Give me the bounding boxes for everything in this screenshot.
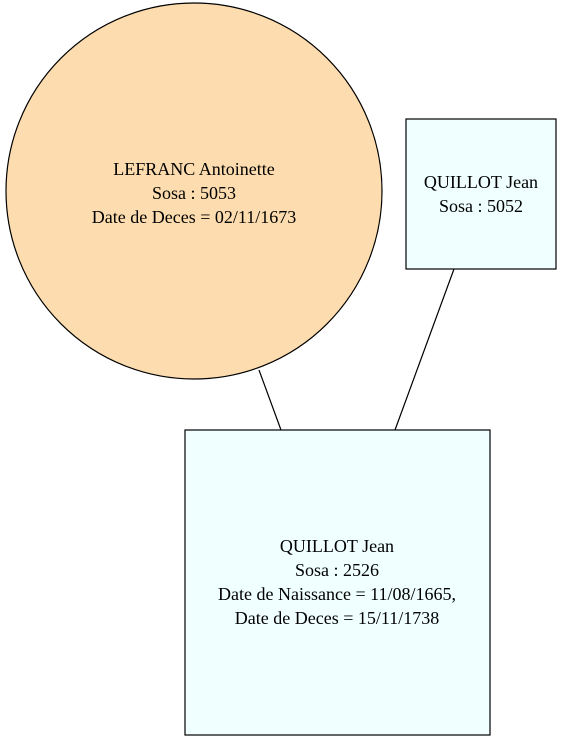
node-name: QUILLOT Jean xyxy=(280,536,394,556)
node-quillot-jean-2526[interactable]: QUILLOT Jean Sosa : 2526 Date de Naissan… xyxy=(184,429,491,736)
node-sosa: Sosa : 5053 xyxy=(152,183,236,203)
node-name: QUILLOT Jean xyxy=(424,172,538,192)
node-name: LEFRANC Antoinette xyxy=(113,159,275,179)
edge-mother-child xyxy=(258,369,282,431)
node-quillot-jean-5052[interactable]: QUILLOT Jean Sosa : 5052 xyxy=(405,118,557,270)
node-sosa: Sosa : 5052 xyxy=(439,196,523,216)
male-node-box xyxy=(184,429,491,736)
male-node-box xyxy=(405,118,557,270)
edge-father-child xyxy=(394,268,455,431)
node-lefranc-antoinette[interactable]: LEFRANC Antoinette Sosa : 5053 Date de D… xyxy=(5,2,383,380)
node-sosa: Sosa : 2526 xyxy=(295,560,379,580)
node-birth-date: Date de Naissance = 11/08/1665, xyxy=(218,584,456,604)
node-death-date: Date de Deces = 02/11/1673 xyxy=(92,207,296,227)
female-node-circle xyxy=(5,2,383,380)
node-death-date: Date de Deces = 15/11/1738 xyxy=(235,608,439,628)
